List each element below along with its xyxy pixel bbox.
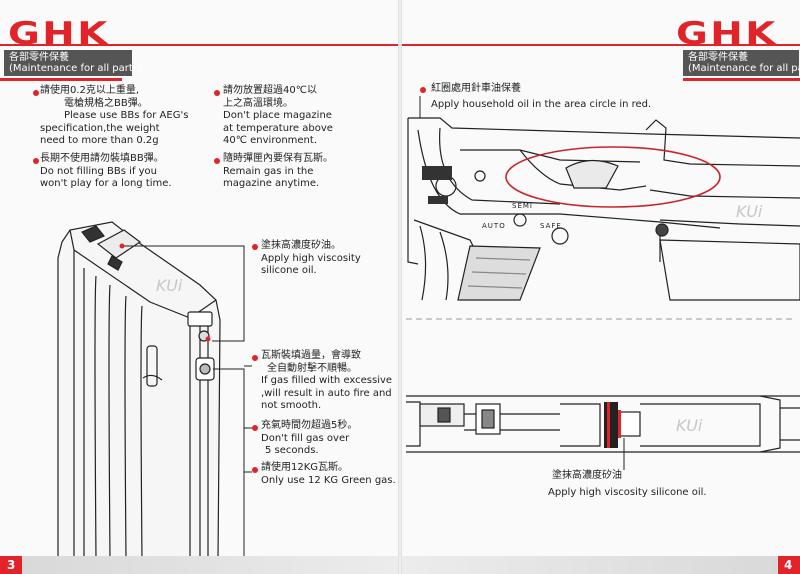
- header-rule-left: [0, 44, 398, 46]
- header-rule-right: [402, 44, 800, 46]
- bullet-icon: [33, 158, 39, 164]
- note-temperature: 請勿放置超過40℃以 上之高溫環境。 Don't place magazine …: [223, 85, 333, 146]
- note-excess-gas: 瓦斯裝填過量，會導致 全自動射擊不順暢。 If gas filled with …: [261, 350, 393, 411]
- receiver-illustration: [403, 80, 800, 301]
- bolt-illustration: [406, 395, 800, 453]
- bullet-icon: [420, 87, 426, 93]
- watermark-right-bottom: KUi: [676, 416, 703, 435]
- section-title-zh: 各部零件保養: [688, 52, 748, 63]
- section-tab-right: 各部零件保養 (Maintenance for all parts): [683, 50, 800, 76]
- watermark-right-top: KUi: [736, 202, 763, 221]
- section-title-en: (Maintenance for all parts): [9, 63, 142, 74]
- note-fill-time: 充氣時間勿超過5秒。 Don't fill gas over 5 seconds…: [261, 420, 358, 456]
- section-tab-left: 各部零件保養 (Maintenance for all parts): [4, 50, 142, 76]
- page-number-left: 3: [7, 558, 16, 572]
- receiver-label-semi: SEMI: [512, 202, 533, 210]
- receiver-label-auto: AUTO: [482, 222, 506, 230]
- note-silicone-right: 塗抹高濃度矽油 Apply high viscosity silicone oi…: [548, 470, 707, 498]
- bullet-icon: [252, 467, 258, 473]
- note-no-bb: 長期不使用請勿裝填BB彈。 Do not filling BBs if you …: [40, 153, 172, 189]
- section-title-en: (Maintenance for all parts): [688, 63, 800, 74]
- note-bb-weight: 請使用0.2克以上重量, 電槍規格之BB彈。 Please use BBs fo…: [40, 85, 189, 146]
- section-bar-left: [0, 78, 122, 81]
- note-household-oil: 紅圈處用針車油保養 Apply household oil in the are…: [431, 83, 652, 110]
- brand-logo-left: GHK: [8, 16, 110, 52]
- magazine-illustration: [57, 221, 221, 561]
- bullet-icon: [252, 425, 258, 431]
- section-bar-right: [683, 78, 800, 81]
- note-green-gas: 請使用12KG瓦斯。 Only use 12 KG Green gas.: [261, 462, 396, 486]
- bullet-icon: [214, 158, 220, 164]
- note-keep-gas: 隨時彈匣內要保有瓦斯。 Remain gas in the magazine a…: [223, 153, 333, 189]
- brand-logo-right: GHK: [676, 16, 778, 52]
- receiver-label-safe: SAFE: [540, 222, 562, 230]
- page-number-right: 4: [784, 558, 793, 572]
- left-callout-lines: [122, 245, 252, 556]
- bolt-dark-rings: [604, 402, 621, 448]
- oil-area-circle: [505, 146, 721, 208]
- section-title-zh: 各部零件保養: [9, 52, 69, 63]
- page-gutter: [398, 0, 402, 574]
- note-silicone-left: 塗抹高濃度矽油。 Apply high viscosity silicone o…: [261, 240, 361, 276]
- bullet-icon: [252, 355, 258, 361]
- footer-right: [402, 556, 800, 574]
- receiver-dark-parts: [422, 166, 452, 204]
- bullet-icon: [252, 244, 258, 250]
- watermark-left: KUi: [156, 276, 183, 295]
- left-callout-dots: [119, 243, 211, 342]
- footer-left: [0, 556, 398, 574]
- bullet-icon: [214, 90, 220, 96]
- bullet-icon: [33, 90, 39, 96]
